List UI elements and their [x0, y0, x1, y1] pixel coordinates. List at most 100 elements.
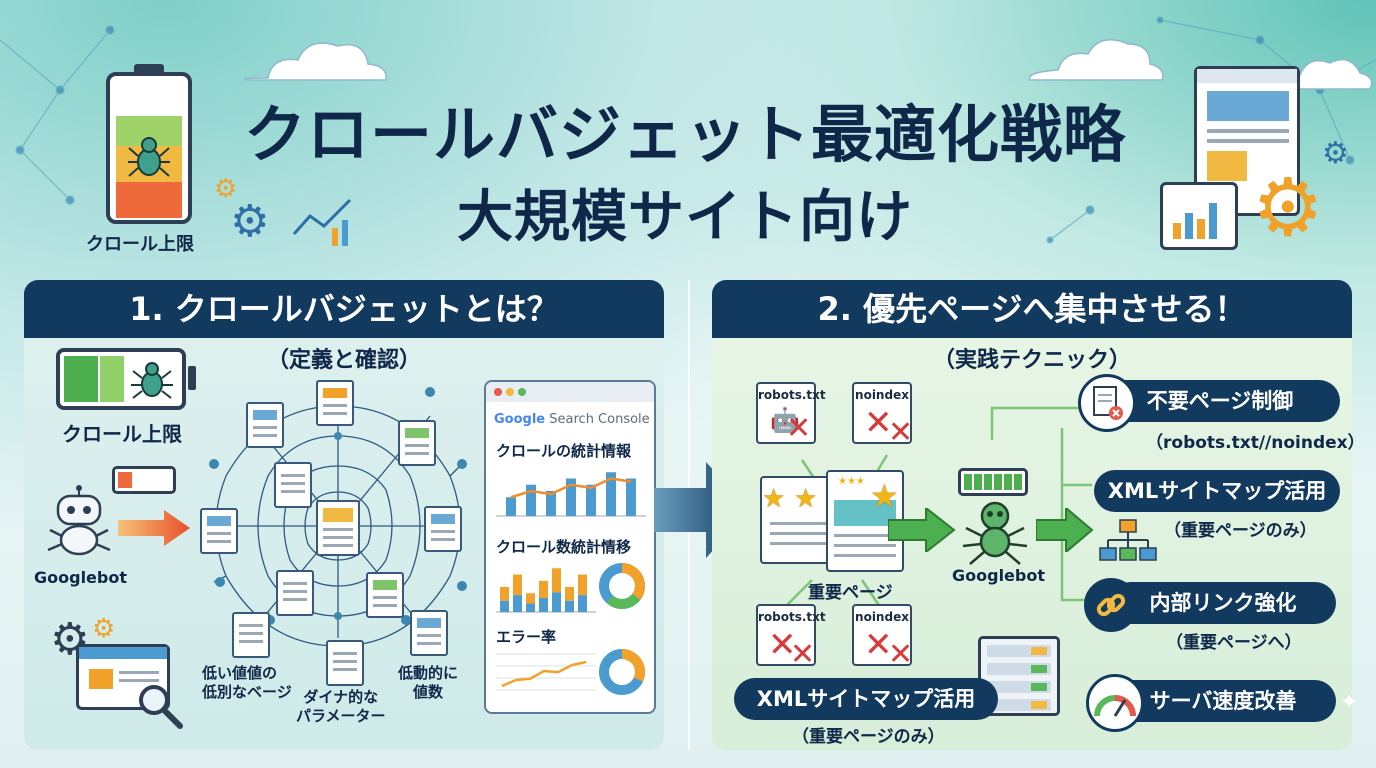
- arrow-right-icon: [118, 510, 190, 546]
- crawl-count-heading: クロール数統計情移: [496, 538, 632, 556]
- crawl-stats-bar: [586, 484, 596, 516]
- web-page-icon: [200, 508, 238, 554]
- robot-icon: 🤖: [770, 406, 800, 434]
- block-x-icon: ✕: [768, 625, 797, 665]
- googlebot-spider-icon: [962, 501, 1028, 565]
- googlebot2-label: Googlebot: [952, 566, 1045, 585]
- gear-icon: ⚙: [1252, 161, 1324, 254]
- donut-chart-icon: [599, 649, 645, 695]
- panel2-header: 2. 優先ページへ集中させる！: [712, 280, 1352, 338]
- web-page-icon: [276, 570, 314, 616]
- googlebot-label: Googlebot: [34, 568, 127, 587]
- web-page-icon: [274, 462, 312, 508]
- xml-sitemap-pill-sub: （重要ページのみ）: [792, 727, 945, 747]
- xml-sitemap-pill: XMLサイトマップ活用: [734, 678, 998, 720]
- block-x-icon: ✕: [790, 637, 816, 672]
- crawl-count-chart: [496, 568, 596, 613]
- crawl-count-bar: [513, 595, 522, 612]
- crawl-count-bar: [565, 587, 574, 601]
- star-icon: ★: [870, 477, 899, 515]
- block-x-icon: ✕: [888, 637, 914, 672]
- arrow-right-icon: [888, 508, 956, 552]
- panel1-header: 1. クロールバジェットとは？: [24, 280, 664, 338]
- crawl-count-bar: [526, 593, 535, 604]
- full-battery-icon: [958, 468, 1028, 496]
- star-icon: ★: [762, 484, 786, 514]
- web-page-icon: [398, 420, 436, 466]
- noindex-file-icon: noindex ✕ ✕: [852, 382, 913, 448]
- donut-chart-icon: [599, 563, 645, 609]
- crawl-count-bar: [500, 587, 509, 601]
- server-speed-pill: サーバ速度改善: [1110, 680, 1336, 722]
- crawl-web-diagram: [209, 387, 467, 647]
- low-dynamic-label: 低動的に 値数: [398, 664, 459, 701]
- block-x-icon: ✕: [864, 625, 893, 665]
- sitemap-sub: （重要ページのみ）: [1164, 521, 1317, 541]
- crawl-count-bar: [552, 568, 561, 593]
- googlebot-robot-icon: [47, 485, 111, 556]
- network-background: [0, 16, 1376, 244]
- growth-chart-icon: [292, 198, 352, 246]
- web-page-icon: [410, 610, 448, 656]
- crawl-stats-line: [510, 477, 632, 499]
- crawl-count-bar: [552, 592, 561, 612]
- gear-icon: ⚙: [230, 196, 270, 247]
- crawl-stats-bar: [566, 478, 576, 516]
- gauge-icon: [1086, 674, 1144, 732]
- sparkle-icon: ✦: [1340, 690, 1359, 715]
- web-page-icon: [424, 506, 462, 552]
- spider-icon: [128, 137, 170, 177]
- crawl-count-bar: [500, 600, 509, 612]
- crawl-stats-bar: [546, 491, 556, 516]
- robots-file-icon: robots.txt 🤖 ✕: [756, 382, 826, 446]
- crawl-stats-heading: クロールの統計情報: [496, 442, 632, 460]
- dynamic-params-label: ダイナ的な パラメーター: [296, 688, 386, 725]
- main-subtitle: 大規模サイト向け: [457, 185, 913, 250]
- server-icon: [978, 636, 1060, 716]
- crawl-count-bar: [539, 597, 548, 612]
- sitemap-pill: XMLサイトマップ活用: [1094, 470, 1340, 512]
- crawl-count-bar: [565, 600, 574, 612]
- bar-chart-window-icon: [1160, 182, 1238, 250]
- link-icon: [1084, 578, 1138, 632]
- block-x-icon: ✕: [864, 403, 893, 443]
- block-x-icon: ✕: [888, 415, 914, 450]
- crawl-limit-label: クロール上限: [62, 422, 182, 446]
- crawl-stats-bar: [606, 472, 616, 516]
- main-title: クロールバジェット最適化戦略: [243, 98, 1126, 171]
- unneeded-pages-sub: （robots.txt/​/noindex）: [1146, 433, 1365, 453]
- spider-icon: [131, 362, 173, 399]
- panel2-subheader: （実践テクニック）: [932, 348, 1131, 373]
- crawl-stats-chart: [496, 472, 646, 517]
- sitemap-icon: [1099, 519, 1157, 561]
- noindex-file-icon: noindex ✕ ✕: [852, 604, 913, 670]
- hero-battery-label: クロール上限: [86, 234, 194, 255]
- hero-battery: [106, 64, 192, 224]
- magnifier-icon: [139, 685, 183, 729]
- file-blocked-icon: [1078, 374, 1136, 432]
- star-icon: ★: [794, 484, 818, 514]
- crawl-stats-bar: [526, 484, 536, 516]
- web-page-icon: [316, 500, 360, 556]
- web-page-icon: [232, 612, 270, 658]
- low-battery-icon: [112, 466, 176, 494]
- crawl-stats-bar: [626, 478, 636, 516]
- important-pages-label: 重要ページ: [808, 583, 893, 603]
- crawl-count-bar: [526, 603, 535, 612]
- error-rate-heading: エラー率: [496, 628, 557, 646]
- web-page-icon: [326, 640, 364, 686]
- block-x-icon: ✕: [786, 411, 812, 446]
- crawl-limit-battery: [56, 348, 186, 410]
- error-rate-chart: [496, 653, 596, 691]
- important-page-icon: [760, 476, 836, 564]
- web-page-icon: [366, 572, 404, 618]
- low-value-pages-label: 低い値値の 低別なベージ: [202, 664, 292, 701]
- arrow-right-icon: [1036, 508, 1094, 552]
- important-page-icon: ★★★: [826, 470, 904, 572]
- robots-file-icon: robots.txt ✕ ✕: [756, 604, 826, 670]
- crawl-count-bar: [578, 574, 587, 596]
- gear-icon: ⚙: [1322, 136, 1349, 171]
- crawl-stats-bar: [506, 497, 516, 516]
- search-console-window: Google Search Console クロールの統計情報 クロール数統計情…: [484, 380, 656, 714]
